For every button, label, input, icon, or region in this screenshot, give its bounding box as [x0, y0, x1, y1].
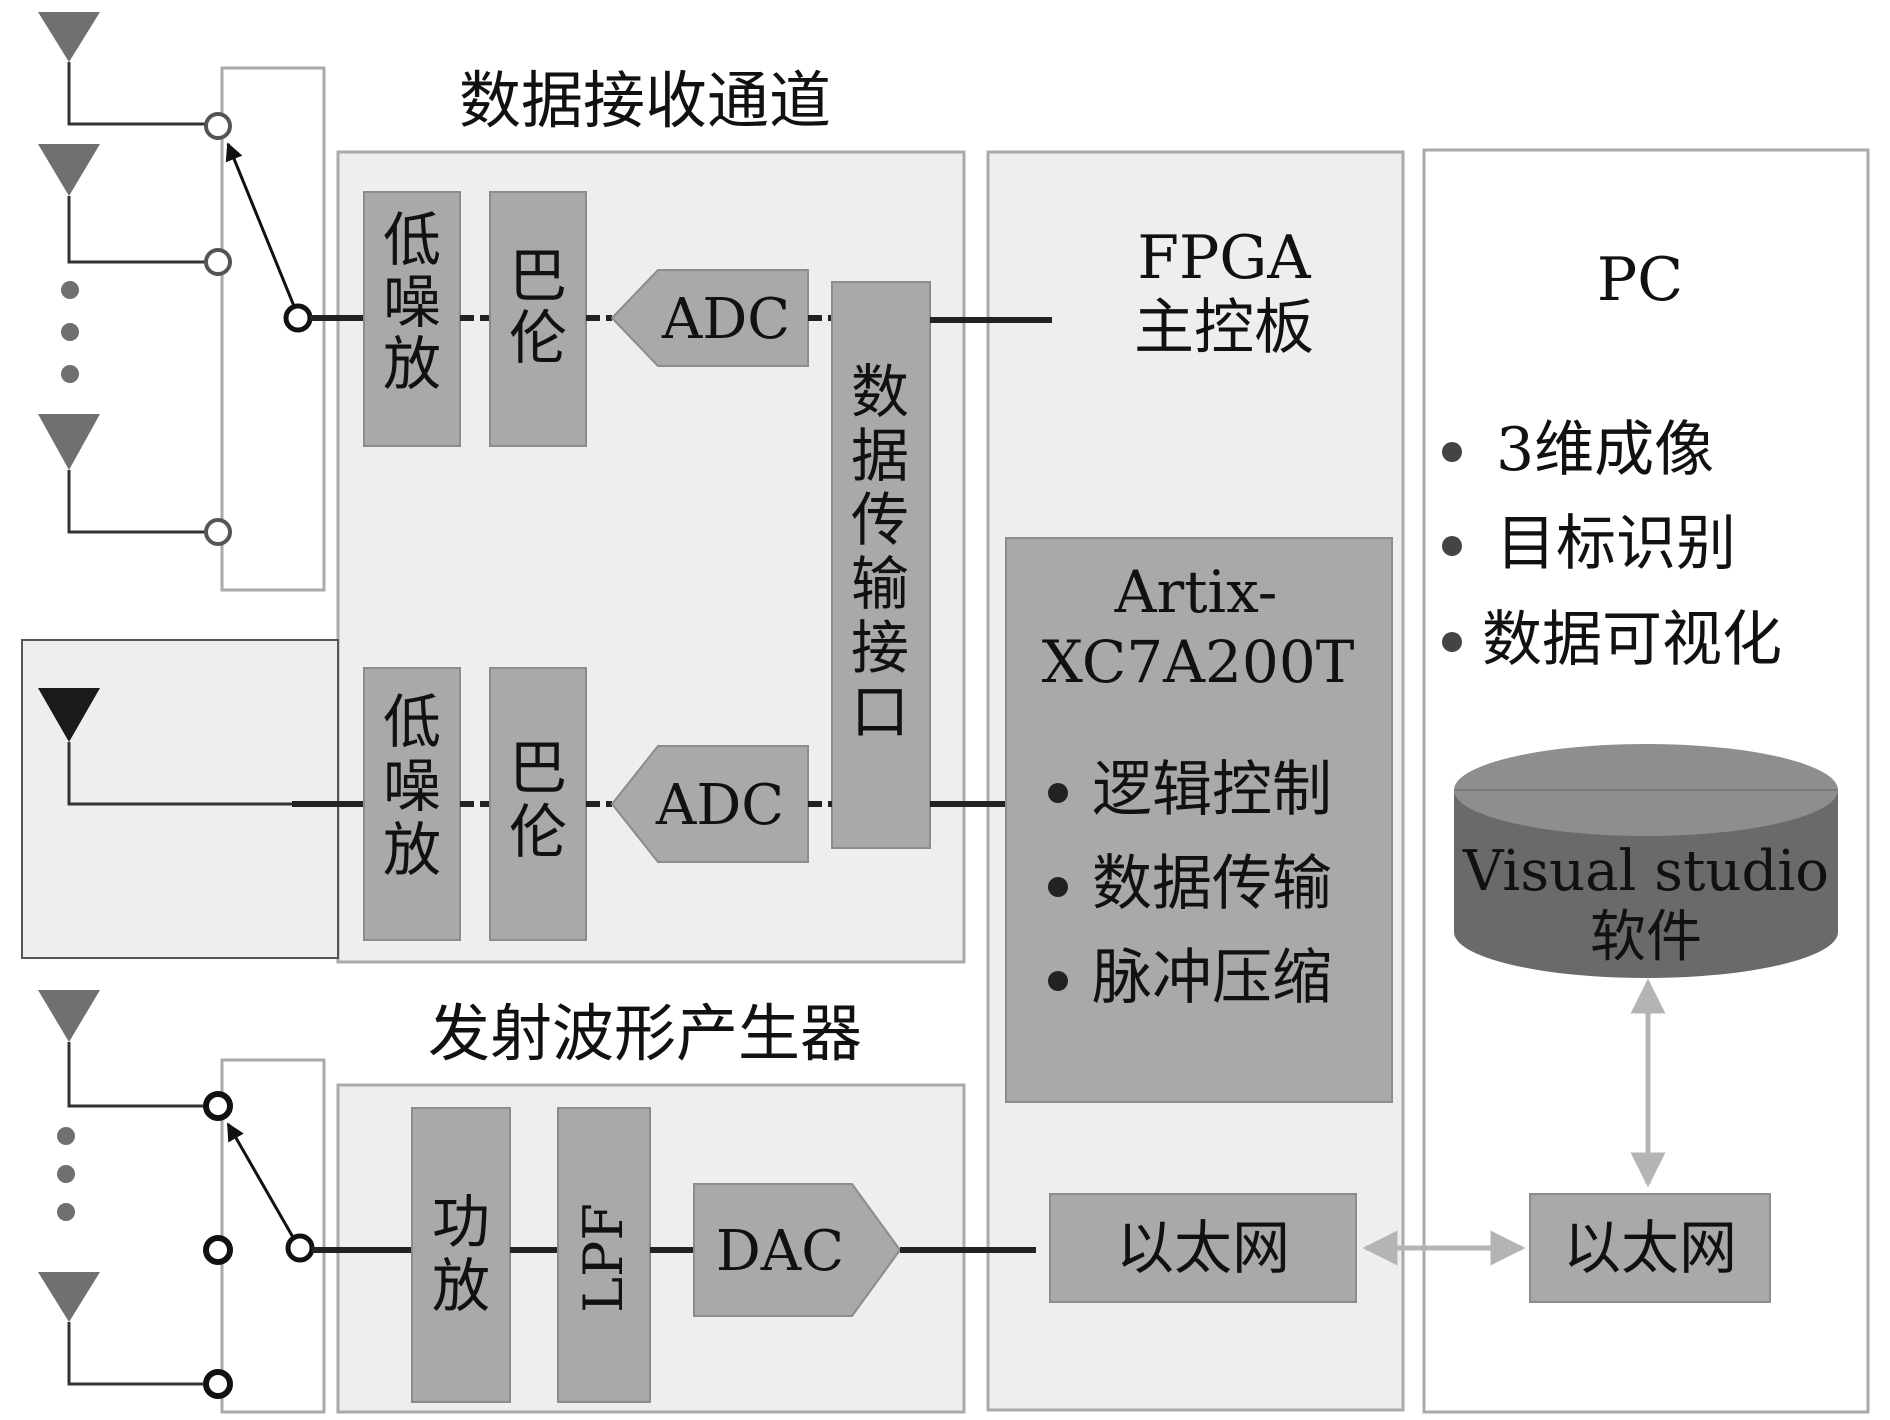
antenna-icon: [38, 12, 100, 62]
vertical-label-char: 接: [851, 614, 909, 682]
ellipsis-dot: [57, 1165, 75, 1183]
switch-contact-icon: [203, 1369, 233, 1399]
vertical-label-char: 传: [851, 486, 909, 554]
switch-contact-icon: [204, 112, 232, 140]
vertical-label-char: 口: [851, 678, 909, 746]
vertical-label-char: 伦: [509, 304, 567, 372]
vertical-label-char: 伦: [509, 798, 567, 866]
dac-label: DAC: [716, 1219, 844, 1284]
switch-contact-icon: [203, 1091, 233, 1121]
data-interface-block: [831, 281, 931, 849]
lpf-label: LPF: [572, 1203, 635, 1313]
tx-antenna-array: [38, 990, 315, 1399]
bullet-icon: [1048, 877, 1068, 897]
power-amplifier-label: 功放: [432, 1188, 490, 1320]
fpga-function-list: 逻辑控制 数据传输 脉冲压缩: [1048, 755, 1332, 1013]
dac-block: [693, 1183, 902, 1317]
antenna-icon: [38, 414, 100, 470]
ellipsis-dot: [57, 1127, 75, 1145]
antenna-icon: [38, 1272, 100, 1322]
ellipsis-dot: [61, 281, 79, 299]
vertical-label-char: 功: [432, 1188, 490, 1256]
vertical-label-char: 输: [851, 550, 909, 618]
pc-function-item: 3维成像: [1496, 415, 1714, 485]
antenna-icon: [38, 990, 100, 1042]
pc-function-list: 3维成像 目标识别 数据可视化: [1442, 415, 1782, 675]
vertical-label-char: 噪: [383, 752, 441, 820]
pc-function-item: 目标识别: [1496, 509, 1736, 579]
vertical-label-char: 放: [432, 1252, 490, 1320]
ellipsis-dot: [61, 323, 79, 341]
tx-generator-title: 发射波形产生器: [428, 997, 862, 1070]
vertical-label-char: 巴: [509, 242, 567, 310]
adc-label: ADC: [661, 287, 790, 352]
lna-block: [363, 191, 461, 447]
bullet-icon: [1048, 971, 1068, 991]
pc-function-item: 数据可视化: [1482, 605, 1782, 675]
ellipsis-dot: [61, 365, 79, 383]
bullet-icon: [1442, 632, 1462, 652]
lna-label: 低噪放: [383, 206, 441, 398]
vertical-label-char: 噪: [383, 268, 441, 336]
tx-switch-frame: [220, 1058, 326, 1414]
switch-pivot-icon: [283, 303, 313, 333]
switch-arm: [225, 142, 300, 317]
pc-title: PC: [1597, 245, 1683, 315]
vertical-label-char: 据: [851, 422, 909, 490]
antenna-icon: [38, 688, 100, 742]
pc-ethernet-label: 以太网: [1563, 1214, 1737, 1282]
software-database-icon: [1454, 744, 1838, 978]
switch-pivot-icon: [285, 1233, 315, 1263]
chip-model-label: XC7A200T: [1042, 628, 1355, 696]
fpga-subtitle: 主控板: [1134, 293, 1314, 363]
lna-label: 低噪放: [383, 688, 441, 884]
chip-family-label: Artix-: [1114, 558, 1278, 626]
vertical-label-char: 数: [851, 358, 909, 426]
fpga-function-item: 脉冲压缩: [1092, 943, 1332, 1013]
balun-block: [489, 191, 587, 447]
vertical-label-char: 低: [383, 206, 441, 274]
switch-contact-icon: [204, 518, 232, 546]
balun-label: 巴伦: [509, 242, 567, 372]
fpga-function-item: 逻辑控制: [1092, 755, 1332, 825]
rx-channel-title: 数据接收通道: [459, 64, 831, 137]
balun-label: 巴伦: [509, 734, 567, 866]
antenna-icon: [38, 144, 100, 196]
bullet-icon: [1442, 442, 1462, 462]
lpf-block: [557, 1107, 651, 1403]
vertical-label-char: 巴: [509, 734, 567, 802]
software-name: Visual studio: [1462, 839, 1829, 904]
pc-ethernet-block: [1529, 1193, 1771, 1303]
power-amplifier-block: [411, 1107, 511, 1403]
software-subtitle: 软件: [1590, 905, 1702, 970]
fpga-ethernet-label: 以太网: [1116, 1214, 1290, 1282]
vertical-label-char: 放: [383, 330, 441, 398]
fpga-ethernet-block: [1049, 1193, 1357, 1303]
balun-block: [489, 667, 587, 941]
switch-contact-icon: [203, 1235, 233, 1265]
vertical-label-char: 放: [383, 816, 441, 884]
rx-switch-frame: [220, 66, 326, 592]
fpga-title: FPGA: [1137, 223, 1311, 293]
lna-block: [363, 667, 461, 941]
ellipsis-dot: [57, 1203, 75, 1221]
adc-label: ADC: [655, 773, 784, 838]
switch-arm: [226, 1122, 300, 1247]
bullet-icon: [1442, 536, 1462, 556]
vertical-label-char: 低: [383, 688, 441, 756]
switch-contact-icon: [204, 248, 232, 276]
fpga-function-item: 数据传输: [1092, 849, 1332, 919]
fpga-chip-block: [1005, 537, 1393, 1103]
bullet-icon: [1048, 783, 1068, 803]
